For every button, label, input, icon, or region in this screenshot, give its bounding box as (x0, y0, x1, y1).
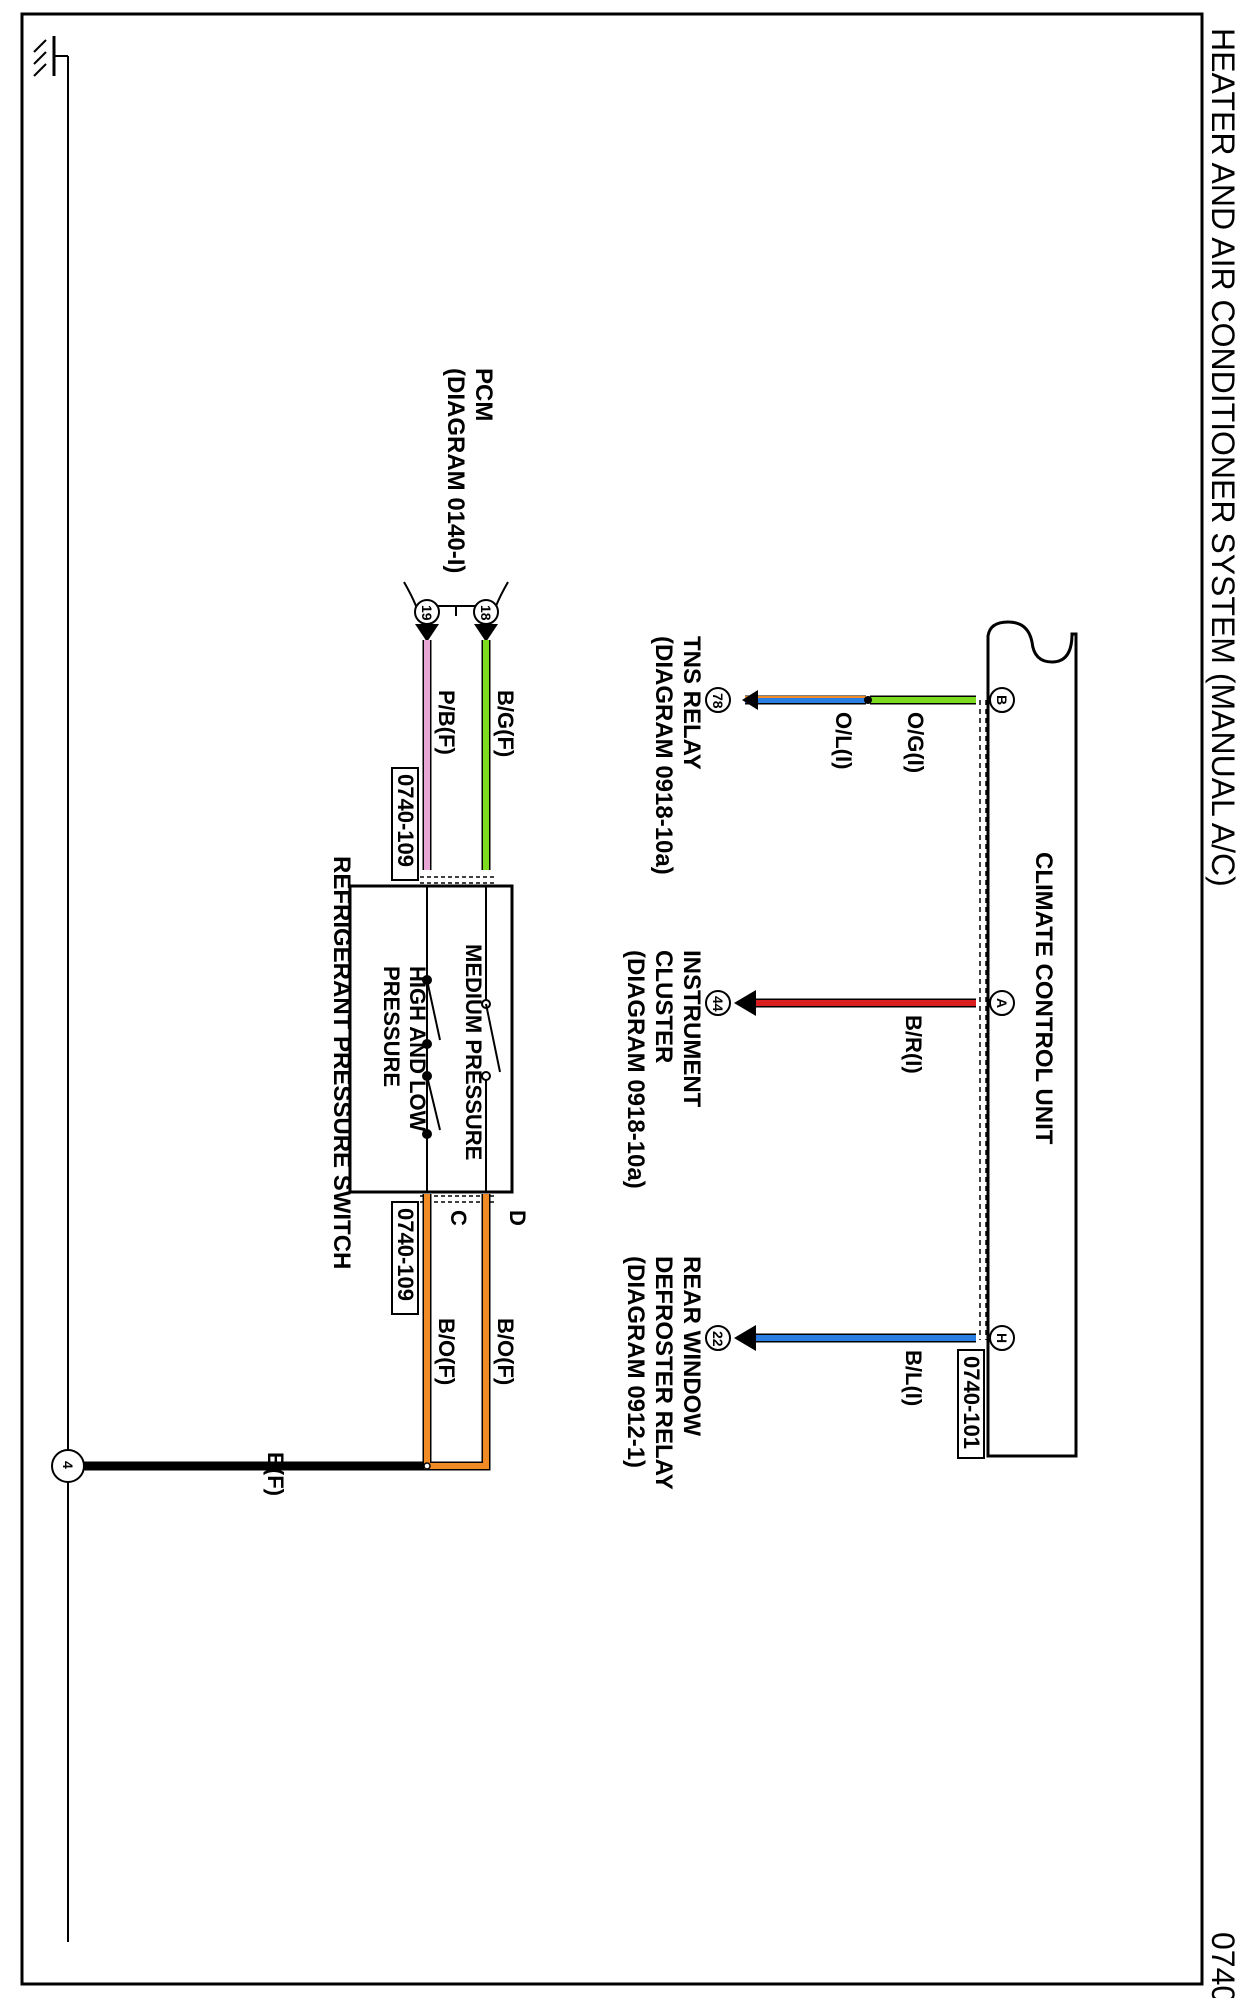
svg-text:H: H (994, 1333, 1010, 1343)
refrigerant-pressure-switch: MEDIUM PRESSURE HIGH AND LOW PRESSURE RE… (328, 856, 514, 1269)
defroster-label-2: DEFROSTER RELAY (650, 1256, 677, 1490)
connector-0740-109-bottom: 0740-109 D C (391, 1195, 530, 1315)
switch-name: REFRIGERANT PRESSURE SWITCH (328, 856, 355, 1269)
tns-wire1: O/G(I) (903, 712, 928, 773)
cluster-label-3: (DIAGRAM 0918-10a) (622, 950, 649, 1189)
pcm-wire-bg: B/G(F) (481, 640, 518, 870)
pcm-label-1: PCM (470, 368, 497, 421)
diagram-title: HEATER AND AIR CONDITIONER SYSTEM (MANUA… (1205, 28, 1241, 887)
instrument-cluster-circuit: 44 B/R(I) INSTRUMENT CLUSTER (DIAGRAM 09… (622, 950, 976, 1189)
page-code: 0740-1c (1205, 1932, 1241, 1998)
tns-relay-circuit: 78 O/G(I) O/L(I) TNS RELAY (DIAGRAM 0918… (650, 636, 976, 875)
terminal-d: D (505, 1210, 530, 1226)
ccu-pin-a: A (989, 990, 1015, 1016)
high-low-label-2: PRESSURE (379, 966, 404, 1087)
medium-pressure-label: MEDIUM PRESSURE (461, 944, 486, 1160)
climate-control-unit: CLIMATE CONTROL UNIT (986, 620, 1078, 1458)
defroster-wire: B/L(I) (901, 1350, 926, 1406)
cluster-label-2: CLUSTER (650, 950, 677, 1063)
cluster-label-1: INSTRUMENT (678, 950, 705, 1108)
ccu-label: CLIMATE CONTROL UNIT (1030, 852, 1057, 1145)
svg-text:18: 18 (478, 605, 494, 621)
pcm-pin-19: 19 (414, 599, 440, 642)
ground-point: 4 (60, 1461, 76, 1469)
tns-label-2: (DIAGRAM 0918-10a) (650, 636, 677, 875)
connector-0740-109-top: 0740-109 (391, 767, 494, 884)
switch-output-wires: B/O(F) B/O(F) (422, 1194, 518, 1471)
pcm-label: PCM (DIAGRAM 0140-I) (403, 368, 509, 616)
tns-pin: 78 (710, 693, 726, 709)
svg-text:B: B (994, 695, 1010, 705)
pcm-wire-b-label: P/B(F) (434, 690, 459, 755)
wire-c-label: B/O(F) (434, 1318, 459, 1385)
pcm-wire-a-label: B/G(F) (493, 690, 518, 757)
defroster-label-3: (DIAGRAM 0912-1) (622, 1256, 649, 1468)
ground-wire: B(F) 4 (51, 1449, 424, 1496)
connector-0740-109-bottom-label: 0740-109 (393, 1208, 418, 1301)
pcm-pin-18: 18 (473, 599, 499, 642)
ccu-pin-b: B (989, 687, 1015, 713)
cluster-wire: B/R(I) (901, 1015, 926, 1074)
defroster-pin: 22 (710, 1331, 726, 1347)
tns-wire2: O/L(I) (831, 712, 856, 769)
ground-bus (33, 36, 69, 1942)
svg-text:A: A (994, 998, 1010, 1008)
page-border (20, 12, 1204, 1986)
high-low-label-1: HIGH AND LOW (405, 966, 430, 1132)
pcm-label-2: (DIAGRAM 0140-I) (442, 368, 469, 573)
connector-0740-101: 0740-101 (959, 1356, 984, 1449)
ccu-pin-h: H (989, 1325, 1015, 1351)
pcm-wire-pb: P/B(F) (422, 640, 459, 870)
ground-wire-label: B(F) (263, 1452, 288, 1496)
svg-text:19: 19 (419, 605, 435, 621)
connector-0740-109-top-label: 0740-109 (393, 774, 418, 867)
wire-d-label: B/O(F) (493, 1318, 518, 1385)
defroster-relay-circuit: 22 B/L(I) REAR WINDOW DEFROSTER RELAY (D… (622, 1256, 976, 1490)
cluster-pin: 44 (710, 996, 726, 1012)
connector-0740-101-label-box: 0740-101 (957, 1349, 985, 1459)
defroster-label-1: REAR WINDOW (678, 1256, 705, 1436)
tns-label-1: TNS RELAY (678, 636, 705, 770)
terminal-c: C (446, 1210, 471, 1226)
